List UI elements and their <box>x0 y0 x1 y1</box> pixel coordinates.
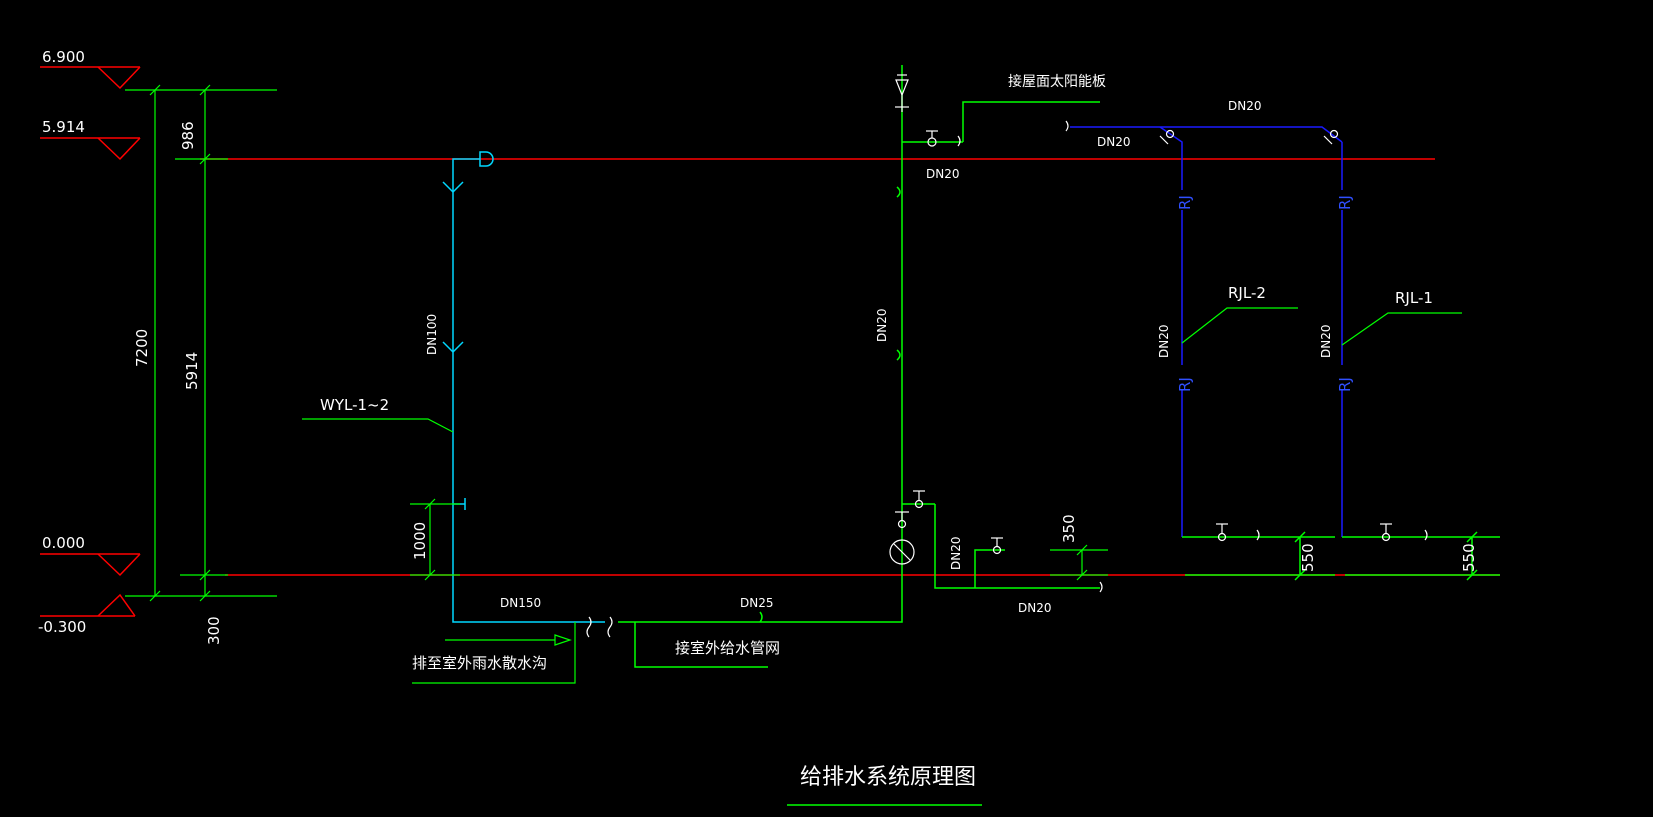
hot-top-break <box>1065 120 1069 132</box>
dim-1000: 1000 <box>411 522 429 560</box>
hot-bottom-branches <box>1182 531 1500 581</box>
label-wyl: WYL-1~2 <box>320 396 389 414</box>
level-6900: 6.900 <box>42 48 85 66</box>
break-symbol-2 <box>607 616 613 638</box>
dim-5914: 5914 <box>183 352 201 390</box>
size-dn150: DN150 <box>500 596 541 610</box>
size-dn20-low2: DN20 <box>1018 601 1052 615</box>
note-supply: 接室外给水管网 <box>675 639 780 657</box>
note-drain: 排至室外雨水散水沟 <box>412 654 547 672</box>
dim-986: 986 <box>179 121 197 150</box>
dim-300: 300 <box>205 616 223 645</box>
wyl-leader <box>302 418 454 433</box>
water-supply-main <box>618 65 903 668</box>
dim-350: 350 <box>1060 514 1078 543</box>
size-dn20-vertical: DN20 <box>875 309 889 343</box>
rainwater-pipe-wyl <box>442 151 605 623</box>
dimension-lines-left <box>125 84 277 602</box>
drain-outlet <box>412 622 576 684</box>
dim-7200: 7200 <box>133 329 151 367</box>
ground-branch <box>902 503 1100 589</box>
elevation-marker-6900 <box>40 66 141 90</box>
size-dn20-top: DN20 <box>1228 99 1262 113</box>
size-dn25: DN25 <box>740 596 774 610</box>
rjl1-leader <box>1341 312 1462 346</box>
roof-branch <box>902 101 1100 143</box>
size-dn20-top2: DN20 <box>1097 135 1131 149</box>
label-rjl1: RJL-1 <box>1395 289 1433 307</box>
elevation-marker-m0300 <box>40 593 136 617</box>
rj-label-rjl1-top: RJ <box>1336 195 1354 210</box>
size-dn20-rjl1: DN20 <box>1319 325 1333 359</box>
break-symbol-1 <box>586 616 592 638</box>
top-fitting <box>895 74 909 112</box>
roof-branch-valve <box>926 130 961 147</box>
hot-bottom-valves <box>1216 523 1428 542</box>
drawing-title: 给排水系统原理图 <box>800 765 976 790</box>
rj-label-rjl1-bottom: RJ <box>1336 377 1354 392</box>
label-rjl2: RJL-2 <box>1228 284 1266 302</box>
note-solar: 接屋面太阳能板 <box>1008 73 1106 90</box>
rj-label-rjl2-bottom: RJ <box>1176 377 1194 392</box>
hot-top-valves <box>1159 129 1339 145</box>
dim-550-b: 550 <box>1460 543 1478 572</box>
size-dn20-rjl2: DN20 <box>1157 325 1171 359</box>
size-dn20-roof: DN20 <box>926 167 960 181</box>
elevation-marker-0000 <box>40 553 141 577</box>
level-0000: 0.000 <box>42 534 85 552</box>
level-m0300: -0.300 <box>38 618 86 636</box>
elevation-marker-5914 <box>40 137 141 161</box>
dim-550-a: 550 <box>1299 543 1317 572</box>
dim-1000-lines <box>410 498 460 581</box>
size-dn20-low: DN20 <box>949 537 963 571</box>
rj-label-rjl2-top: RJ <box>1176 195 1194 210</box>
dim-350-lines <box>1050 544 1108 581</box>
meter-valve-group <box>889 490 1103 593</box>
level-5914: 5.914 <box>42 118 85 136</box>
size-dn100: DN100 <box>425 314 439 355</box>
rjl2-leader <box>1181 307 1298 344</box>
